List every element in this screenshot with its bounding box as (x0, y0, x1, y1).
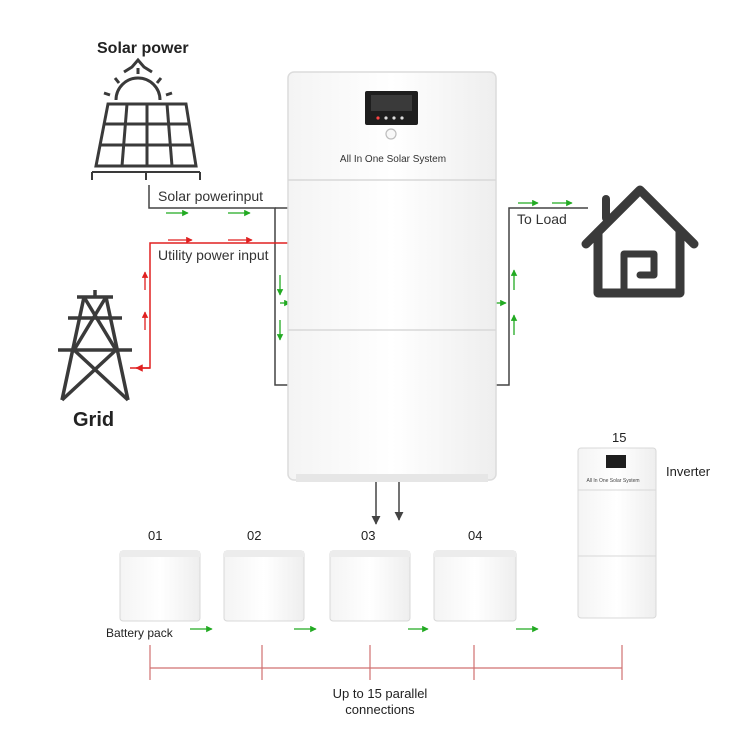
battery-pack-03 (329, 550, 411, 622)
load-flow-arrows (494, 199, 573, 335)
to-load-label: To Load (517, 211, 567, 227)
parallel-connections-label: Up to 15 parallel connections (332, 686, 428, 717)
solar-power-title: Solar power (97, 40, 189, 57)
battery-number-03: 03 (361, 528, 376, 543)
battery-pack-04 (433, 550, 517, 622)
grid-title: Grid (73, 409, 115, 431)
battery-pack-02 (223, 550, 305, 622)
mini-unit-title: All In One Solar System (586, 478, 640, 484)
inverter-label: Inverter (666, 464, 711, 479)
main-cabinet (287, 71, 497, 482)
battery-number-04: 04 (468, 528, 483, 543)
unit-title: All In One Solar System (339, 154, 447, 165)
solar-flow-arrows (166, 209, 291, 341)
utility-input-line (130, 242, 289, 372)
solar-input-line (148, 185, 292, 386)
house-icon (581, 185, 699, 298)
battery-number-02: 02 (247, 528, 262, 543)
inverter-number: 15 (612, 430, 627, 445)
utility-flow-arrows (141, 236, 253, 330)
battery-number-01: 01 (148, 528, 163, 543)
solar-input-label: Solar powerinput (158, 188, 264, 204)
inverter-unit-15 (577, 447, 657, 619)
parallel-bracket (149, 645, 623, 680)
battery-pack-label: Battery pack (106, 626, 173, 640)
utility-input-label: Utility power input (158, 247, 269, 263)
solar-panel-icon (91, 102, 201, 180)
transmission-tower-icon (58, 290, 132, 402)
sun-icon (103, 57, 173, 101)
load-output-line (494, 207, 588, 386)
battery-link-arrows (371, 482, 404, 525)
battery-pack-01 (119, 550, 201, 622)
